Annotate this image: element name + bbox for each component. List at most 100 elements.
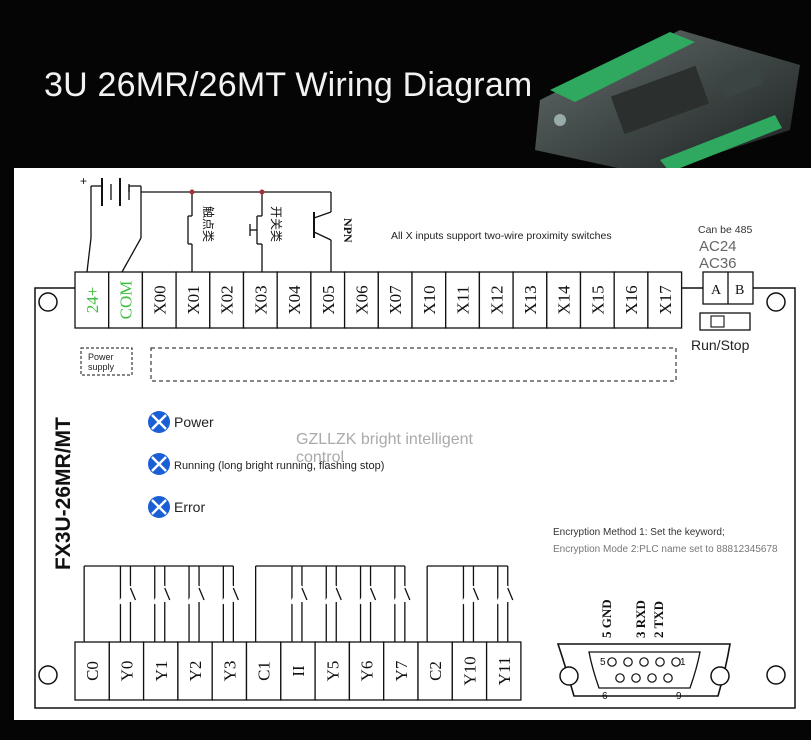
contact-blade: [129, 587, 137, 601]
contact-gap: [298, 588, 305, 602]
db9-pin-icon: [663, 673, 673, 683]
model-label: FX3U-26MR/MT: [52, 417, 75, 570]
ac36-label: AC36: [699, 255, 737, 272]
top-terminal-label: X15: [588, 285, 607, 314]
db9-pin9-label: 9: [676, 691, 682, 702]
can-be-485-label: Can be 485: [698, 224, 752, 236]
bottom-terminal: [314, 641, 351, 701]
contact-blade: [472, 587, 480, 601]
top-terminal: [546, 271, 582, 329]
run-stop-switch[interactable]: [699, 312, 751, 331]
contact-gap: [504, 588, 511, 602]
terminal-a-label: A: [711, 283, 722, 298]
led-label: Running (long bright running, flashing s…: [174, 460, 384, 472]
db9-pin-icon: [655, 657, 665, 667]
contact-gap: [470, 588, 477, 602]
mount-hole-icon: [38, 292, 58, 312]
switch-type-label: 开关类: [269, 206, 283, 242]
db9-pin-icon: [615, 673, 625, 683]
db9-screw-icon: [710, 666, 730, 686]
top-terminal: [108, 271, 144, 329]
led-label: Power: [174, 414, 214, 430]
top-terminal: [445, 271, 481, 329]
contact-blade: [232, 587, 239, 601]
top-terminal-label: X16: [622, 285, 641, 314]
contact-blade: [404, 587, 411, 601]
db9-pin-icon: [671, 657, 681, 667]
junction-dot: [259, 189, 265, 195]
bottom-terminal-label: Y0: [117, 661, 136, 682]
ac24-label: AC24: [699, 238, 737, 255]
top-terminal-label: X05: [319, 285, 338, 314]
top-terminal-label: X07: [386, 285, 405, 315]
contact-gap: [333, 588, 340, 602]
contact-gap: [401, 588, 408, 602]
mount-hole-icon: [766, 292, 786, 312]
top-terminal-label: X00: [150, 285, 169, 314]
output-wiring: [83, 565, 514, 642]
top-terminal-label: X01: [184, 285, 203, 314]
db9-screw-icon: [559, 666, 579, 686]
watermark-line-1: GZLLZK bright intelligent: [296, 431, 474, 448]
top-terminal: [579, 271, 615, 329]
db9-pin1-label: 1: [680, 657, 686, 668]
top-terminal-label: X10: [420, 285, 439, 314]
top-terminal-label: COM: [117, 281, 136, 320]
db9-pin-icon: [639, 657, 649, 667]
bottom-terminal-label: Y2: [186, 661, 205, 682]
db9-gnd-label: 5 GND: [599, 599, 614, 638]
bottom-terminal-label: Y1: [152, 661, 171, 682]
contact-type-label: 触点类: [201, 206, 215, 242]
db9-pin-icon: [623, 657, 633, 667]
contact-blade: [198, 587, 205, 601]
top-terminal: [377, 271, 413, 329]
top-terminal-label: X06: [352, 285, 371, 314]
top-terminal-label: X11: [454, 286, 473, 315]
db9-rxd-label: 3 RXD: [633, 600, 648, 638]
bottom-terminal-label: Y11: [495, 657, 514, 686]
input-wiring: [86, 178, 332, 273]
plc-product-photo: [535, 30, 800, 175]
top-terminal: [209, 271, 245, 329]
db9-pin5-label: 5: [600, 657, 606, 668]
npn-label: NPN: [341, 218, 355, 243]
bottom-terminal-label: Y10: [460, 656, 479, 685]
bottom-terminal-label: C2: [426, 661, 445, 681]
terminal-b-label: B: [735, 283, 744, 298]
db9-connector: [556, 643, 731, 697]
db9-pin6-label: 6: [602, 691, 608, 702]
top-terminal: [478, 271, 514, 329]
mount-hole-icon: [38, 665, 58, 685]
contact-gap: [127, 588, 134, 602]
top-terminal-label: X13: [521, 285, 540, 314]
encryption-method-2: Encryption Mode 2:PLC name set to 888123…: [553, 544, 778, 555]
bottom-terminal: [417, 641, 453, 701]
bottom-terminal: [280, 641, 316, 701]
page-title: 3U 26MR/26MT Wiring Diagram: [44, 66, 533, 104]
contact-blade: [335, 587, 342, 601]
two-wire-note: All X inputs support two-wire proximity …: [391, 230, 612, 242]
bottom-terminal: [245, 641, 282, 701]
top-terminal-label: X04: [285, 285, 304, 315]
top-terminal: [276, 271, 312, 329]
contact-gap: [196, 588, 203, 602]
contact-blade: [301, 587, 308, 601]
battery-plus-label: +: [80, 174, 87, 188]
bottom-terminal-label: C0: [83, 661, 102, 681]
db9-pin-icon: [647, 673, 657, 683]
led-cross-icon: [151, 456, 167, 472]
contact-gap: [367, 588, 374, 602]
led-cross-icon: [151, 499, 167, 515]
top-terminal: [647, 271, 683, 329]
db9-pin-icon: [607, 657, 617, 667]
top-terminal-label: X14: [555, 285, 574, 315]
top-terminal-label: X02: [218, 285, 237, 314]
indicator-strip: [150, 347, 677, 382]
top-terminal-label: X12: [487, 285, 506, 314]
bottom-terminal-label: Y6: [358, 661, 377, 682]
top-terminal-label: 24+: [83, 287, 102, 314]
contact-blade: [369, 587, 377, 601]
